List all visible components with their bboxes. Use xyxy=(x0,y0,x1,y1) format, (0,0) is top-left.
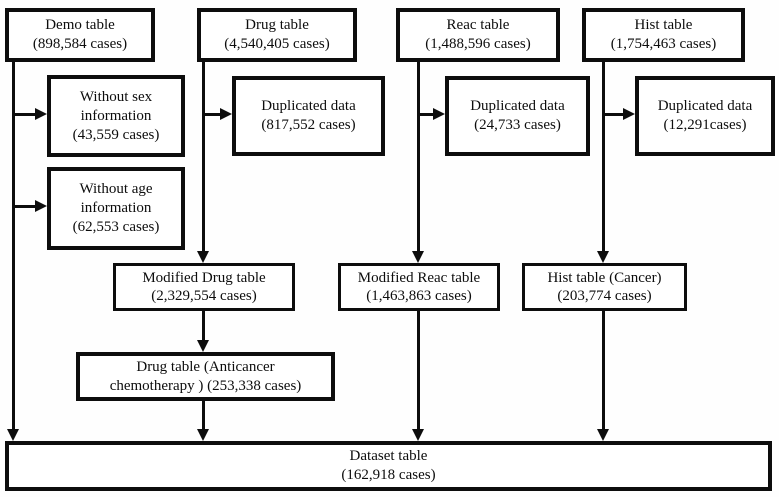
box-dataset-table: Dataset table (162,918 cases) xyxy=(5,441,772,491)
box-duplicated-drug: Duplicated data (817,552 cases) xyxy=(232,76,385,156)
box-text-line: Drug table (Anticancer xyxy=(136,358,275,375)
connector-demo-to-age xyxy=(12,205,36,208)
box-duplicated-hist: Duplicated data (12,291cases) xyxy=(635,76,775,156)
box-hist-table: Hist table (1,754,463 cases) xyxy=(582,8,745,62)
box-without-age: Without age information (62,553 cases) xyxy=(47,167,185,250)
arrowhead-histcancer-to-dataset-icon xyxy=(597,429,609,441)
connector-anticancer-to-dataset xyxy=(202,401,205,430)
box-count: (898,584 cases) xyxy=(32,36,128,52)
box-text-line: chemotherapy ) (253,338 cases) xyxy=(109,377,302,394)
connector-reac-to-dup xyxy=(417,113,434,116)
connector-reac-main xyxy=(417,62,420,252)
connector-histcancer-to-dataset xyxy=(602,311,605,430)
connector-hist-to-dup xyxy=(602,113,624,116)
arrowhead-anticancer-to-dataset-icon xyxy=(197,429,209,441)
box-count: (1,488,596 cases) xyxy=(425,36,531,52)
connector-hist-main xyxy=(602,62,605,252)
arrowhead-demo-to-sex-icon xyxy=(35,108,47,120)
box-modified-reac-table: Modified Reac table (1,463,863 cases) xyxy=(338,263,500,311)
box-count: (12,291cases) xyxy=(663,117,747,133)
box-count: (817,552 cases) xyxy=(261,117,356,133)
box-modified-drug-table: Modified Drug table (2,329,554 cases) xyxy=(113,263,295,311)
box-title: Dataset table xyxy=(349,448,428,464)
box-title: Modified Reac table xyxy=(357,270,481,286)
box-title: Duplicated data xyxy=(657,98,753,114)
connector-modreac-to-dataset xyxy=(417,311,420,430)
arrowhead-reac-to-dup-icon xyxy=(433,108,445,120)
arrowhead-modreac-to-dataset-icon xyxy=(412,429,424,441)
arrowhead-hist-to-cancer-icon xyxy=(597,251,609,263)
connector-drug-to-dup xyxy=(202,113,221,116)
arrowhead-reac-to-modreac-icon xyxy=(412,251,424,263)
box-title: Modified Drug table xyxy=(142,270,266,286)
box-count: (2,329,554 cases) xyxy=(151,288,257,304)
arrowhead-hist-to-dup-icon xyxy=(623,108,635,120)
box-count: (24,733 cases) xyxy=(474,117,561,133)
arrowhead-drug-to-moddrug-icon xyxy=(197,251,209,263)
arrowhead-drug-to-dup-icon xyxy=(220,108,232,120)
box-hist-table-cancer: Hist table (Cancer) (203,774 cases) xyxy=(522,263,687,311)
box-count: (62,553 cases) xyxy=(72,219,160,235)
arrowhead-moddrug-to-anticancer-icon xyxy=(197,340,209,352)
box-title: Drug table xyxy=(245,17,309,33)
box-count: (1,463,863 cases) xyxy=(366,288,472,304)
box-title: Reac table xyxy=(446,17,510,33)
box-count: (43,559 cases) xyxy=(72,126,160,143)
box-title: Hist table (Cancer) xyxy=(547,270,662,286)
box-title: Without age information xyxy=(79,181,153,216)
arrowhead-demo-to-age-icon xyxy=(35,200,47,212)
box-title: Hist table xyxy=(634,17,693,33)
box-count: (203,774 cases) xyxy=(557,288,652,304)
box-reac-table: Reac table (1,488,596 cases) xyxy=(396,8,560,62)
box-duplicated-reac: Duplicated data (24,733 cases) xyxy=(445,76,590,156)
box-title: Without sex information xyxy=(79,88,153,124)
connector-demo-main xyxy=(12,62,15,430)
connector-demo-to-sex xyxy=(12,113,36,116)
box-drug-table: Drug table (4,540,405 cases) xyxy=(197,8,357,62)
box-without-sex: Without sex information (43,559 cases) xyxy=(47,75,185,157)
box-title: Demo table xyxy=(45,17,115,33)
arrowhead-demo-to-dataset-icon xyxy=(7,429,19,441)
connector-moddrug-to-anticancer xyxy=(202,311,205,341)
box-drug-table-anticancer: Drug table (Anticancer chemotherapy ) (2… xyxy=(76,352,335,401)
box-count: (4,540,405 cases) xyxy=(224,36,330,52)
connector-drug-main xyxy=(202,62,205,252)
box-count: (1,754,463 cases) xyxy=(610,36,717,52)
box-demo-table: Demo table (898,584 cases) xyxy=(5,8,155,62)
box-title: Duplicated data xyxy=(470,98,565,114)
box-title: Duplicated data xyxy=(261,98,356,114)
box-count: (162,918 cases) xyxy=(341,467,436,483)
